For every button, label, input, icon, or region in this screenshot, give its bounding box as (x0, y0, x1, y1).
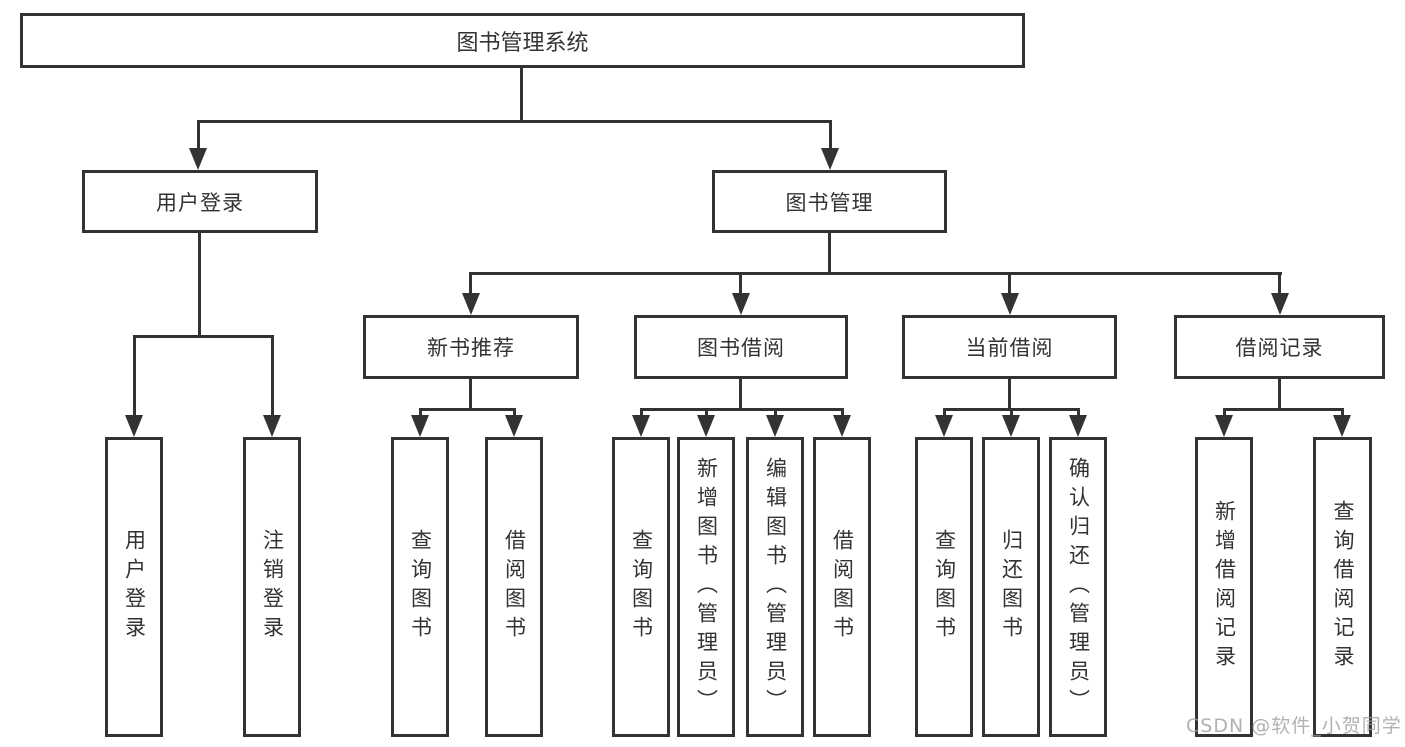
leaf-edit-books-admin: 编辑图书（管理员） (746, 437, 804, 737)
connector-line (197, 120, 200, 152)
connector-line (705, 408, 708, 420)
node-label: 借阅记录 (1235, 336, 1324, 360)
connector-line (1223, 408, 1226, 420)
connector-line (469, 379, 472, 408)
arrow-down-icon (1215, 415, 1233, 437)
arrow-down-icon (732, 293, 750, 315)
leaf-label: 借阅图书 (830, 529, 855, 645)
arrow-down-icon (1002, 415, 1020, 437)
arrow-down-icon (1333, 415, 1351, 437)
arrow-down-icon (189, 148, 207, 170)
connector-line (520, 68, 523, 120)
connector-line (133, 335, 274, 338)
connector-line (271, 335, 274, 419)
leaf-user-login: 用户登录 (105, 437, 163, 737)
leaf-label: 查询借阅记录 (1331, 500, 1355, 674)
node-label: 新书推荐 (427, 336, 515, 360)
leaf-label: 新增图书（管理员） (694, 456, 719, 718)
node-borrowing-records: 借阅记录 (1174, 315, 1385, 379)
leaf-label: 借阅图书 (502, 529, 527, 645)
leaf-query-books-current: 查询图书 (915, 437, 973, 737)
leaf-confirm-return-admin: 确认归还（管理员） (1049, 437, 1107, 737)
leaf-add-books-admin: 新增图书（管理员） (677, 437, 735, 737)
arrow-down-icon (505, 415, 523, 437)
node-label: 当前借阅 (965, 336, 1054, 360)
node-label: 图书借阅 (697, 336, 785, 360)
arrow-down-icon (833, 415, 851, 437)
connector-line (774, 408, 777, 420)
connector-line (419, 408, 422, 420)
connector-line (469, 272, 472, 299)
connector-line (1008, 272, 1011, 299)
leaf-label: 归还图书 (999, 529, 1024, 645)
node-book-management-system: 图书管理系统 (20, 13, 1025, 68)
connector-line (829, 120, 832, 152)
node-book-management: 图书管理 (712, 170, 947, 233)
connector-line (198, 233, 201, 335)
leaf-return-books: 归还图书 (982, 437, 1040, 737)
arrow-down-icon (821, 148, 839, 170)
connector-line (1077, 408, 1080, 420)
node-label: 图书管理系统 (456, 30, 589, 56)
arrow-down-icon (263, 415, 281, 437)
connector-line (419, 408, 516, 411)
node-book-borrowing: 图书借阅 (634, 315, 848, 379)
arrow-down-icon (1001, 293, 1019, 315)
csdn-watermark: CSDN @软件_小贺同学 (1186, 715, 1402, 737)
node-label: 图书管理 (785, 190, 874, 215)
connector-line (739, 379, 742, 408)
node-new-book-recommend: 新书推荐 (363, 315, 579, 379)
arrow-down-icon (766, 415, 784, 437)
node-user-login: 用户登录 (82, 170, 318, 233)
arrow-down-icon (697, 415, 715, 437)
connector-line (1223, 408, 1344, 411)
leaf-label: 新增借阅记录 (1212, 500, 1237, 674)
connector-line (133, 335, 136, 419)
connector-line (1010, 408, 1013, 420)
arrow-down-icon (1271, 293, 1289, 315)
connector-line (513, 408, 516, 420)
arrow-down-icon (1069, 415, 1087, 437)
connector-line (943, 408, 946, 420)
node-current-borrowing: 当前借阅 (902, 315, 1117, 379)
leaf-borrow-books-newbook: 借阅图书 (485, 437, 543, 737)
node-label: 用户登录 (156, 190, 244, 215)
leaf-borrow-books-borrowing: 借阅图书 (813, 437, 871, 737)
leaf-label: 注销登录 (260, 529, 285, 645)
connector-line (841, 408, 844, 420)
leaf-logout: 注销登录 (243, 437, 301, 737)
leaf-add-borrow-record: 新增借阅记录 (1195, 437, 1253, 737)
connector-line (640, 408, 643, 420)
connector-line (1278, 272, 1281, 299)
leaf-query-borrow-record: 查询借阅记录 (1313, 437, 1372, 737)
connector-line (1341, 408, 1344, 420)
connector-line (197, 120, 832, 123)
connector-line (640, 408, 844, 411)
leaf-label: 查询图书 (629, 529, 654, 645)
leaf-label: 用户登录 (122, 529, 147, 645)
connector-line (739, 272, 742, 299)
leaf-label: 查询图书 (408, 529, 433, 645)
connector-line (828, 233, 831, 272)
connector-line (1278, 379, 1281, 408)
arrow-down-icon (935, 415, 953, 437)
leaf-label: 确认归还（管理员） (1066, 456, 1091, 718)
connector-line (469, 272, 1282, 275)
leaf-query-books-newbook: 查询图书 (391, 437, 449, 737)
arrow-down-icon (125, 415, 143, 437)
leaf-query-books-borrowing: 查询图书 (612, 437, 670, 737)
leaf-label: 编辑图书（管理员） (763, 456, 788, 718)
arrow-down-icon (632, 415, 650, 437)
leaf-label: 查询图书 (932, 529, 957, 645)
arrow-down-icon (411, 415, 429, 437)
connector-line (1008, 379, 1011, 408)
arrow-down-icon (462, 293, 480, 315)
